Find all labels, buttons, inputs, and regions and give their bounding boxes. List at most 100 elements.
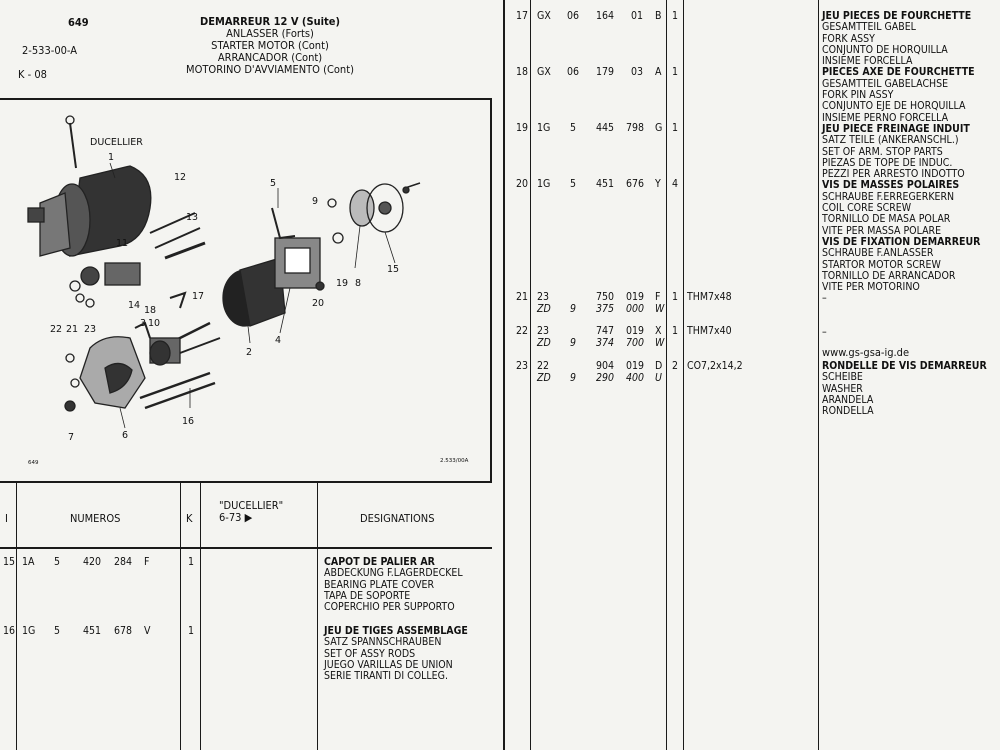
designation-fr: CAPOT DE PALIER AR: [324, 556, 435, 568]
row-num-1: 23: [537, 325, 550, 337]
label-22: 22: [50, 324, 62, 335]
starter-motor-exploded-diagram: DUCELLIER 1 2 3 4 5 6 7 8 9 10 11 12 13 …: [27, 115, 469, 466]
row-index: 15: [3, 556, 16, 568]
label-18: 18: [144, 305, 156, 316]
row-num-1: 1A: [22, 556, 35, 568]
row-alt-num-3: 374: [596, 337, 615, 349]
rule-col-desig: [317, 481, 318, 750]
label-2: 2: [246, 347, 252, 358]
col-header-ducellier: "DUCELLIER": [219, 499, 284, 512]
row-index: 19: [516, 122, 529, 134]
designations-block-23: RONDELLE DE VIS DEMARREUR SCHEIBE WASHER…: [822, 360, 987, 418]
designation-es: TORNILLO DE MASA POLAR: [822, 213, 951, 226]
row-alt-num-1: ZD: [537, 303, 551, 315]
row-alt-num-2: 9: [570, 337, 577, 349]
row-num-2: 06: [567, 66, 580, 78]
row-k: 1: [672, 10, 679, 22]
row-alt-num-3: 375: [596, 303, 615, 315]
diagram-footer-right: 2.533/00A: [440, 458, 469, 464]
row-num-5: F: [144, 556, 150, 568]
row-alt-num-5: W: [655, 337, 665, 349]
row-num-1: 1G: [537, 122, 551, 134]
label-1: 1: [108, 152, 114, 163]
label-11: 11: [116, 238, 128, 249]
label-5: 5: [270, 178, 276, 189]
row-num-3: 164: [596, 10, 615, 22]
row-alt-num-3: 290: [596, 372, 615, 384]
designation-fr: RONDELLE DE VIS DEMARREUR: [822, 360, 987, 372]
rule-diagram-right: [490, 98, 492, 482]
label-14: 14: [128, 300, 140, 311]
rule-center: [503, 0, 505, 750]
label-12: 12: [174, 172, 186, 183]
rule-r-i: [530, 0, 531, 750]
title-line-en: STARTER MOTOR (Cont): [211, 39, 329, 52]
row-k: 1: [672, 291, 679, 303]
designation-de: SCHRAUBE F.ANLASSER: [822, 247, 934, 260]
designation-dash-22: –: [822, 326, 827, 338]
row-k: 1: [188, 556, 195, 568]
row-index: 21: [516, 291, 529, 303]
designation-it: RONDELLA: [822, 405, 874, 418]
row-num-3: 420: [83, 556, 102, 568]
label-13: 13: [186, 212, 198, 223]
ref-number: 2-533-00-A: [22, 44, 78, 57]
designation-de: GESAMTTEIL GABELACHSE: [822, 77, 949, 90]
row-num-4: 676: [626, 178, 645, 190]
row-num-3: 179: [596, 66, 615, 78]
designation-dash-21: –: [822, 292, 827, 304]
designations-block-17-20: JEU PIECES DE FOURCHETTE GESAMTTEIL GABE…: [822, 10, 980, 293]
row-num-3: 750: [596, 291, 615, 303]
row-num-3: 445: [596, 122, 615, 134]
label-15: 15: [387, 264, 399, 275]
designation-es: PIEZAS DE TOPE DE INDUC.: [822, 156, 953, 169]
col-header-maker: "DUCELLIER" 6-73 ▶: [205, 500, 315, 524]
row-num-3: 451: [83, 625, 102, 637]
row-num-5: D: [655, 360, 663, 372]
designation-es: JUEGO VARILLAS DE UNION: [324, 658, 453, 671]
designation-fr: JEU PIECES DE FOURCHETTE: [822, 10, 972, 22]
designation-it: SERIE TIRANTI DI COLLEG.: [324, 670, 448, 683]
row-num-4: 019: [626, 291, 645, 303]
row-num-5: V: [144, 625, 151, 637]
page-title: DEMARREUR 12 V (Suite) ANLASSER (Forts) …: [140, 16, 400, 76]
rule-table-header-bottom: [0, 547, 492, 549]
row-k: 1: [672, 325, 679, 337]
label-10: 10: [148, 318, 160, 329]
label-20: 20: [312, 298, 324, 309]
row-alt-num-4: 400: [626, 372, 645, 384]
row-alt-num-1: ZD: [537, 372, 551, 384]
label-4: 4: [275, 335, 281, 346]
row-num-1: GX: [537, 66, 551, 78]
designation-de: GESAMTTEIL GABEL: [822, 21, 916, 34]
row-alt-num-2: 9: [570, 372, 577, 384]
row-num-4: 03: [631, 66, 644, 78]
row-num-1: 1G: [537, 178, 551, 190]
title-line-fr: DEMARREUR 12 V (Suite): [200, 15, 340, 28]
designation-de: SATZ SPANNSCHRAUBEN: [324, 636, 442, 649]
row-num-4: 678: [114, 625, 133, 637]
designation-it: INSIEME PERNO FORCELLA: [822, 111, 949, 124]
row-designations: JEU DE TIGES ASSEMBLAGE SATZ SPANNSCHRAU…: [324, 625, 468, 683]
designation-de: ABDECKUNG F.LAGERDECKEL: [324, 567, 463, 580]
designation-es: TORNILLO DE ARRANCADOR: [822, 269, 956, 282]
label-23: 23: [84, 324, 96, 335]
row-num-4: 019: [626, 360, 645, 372]
row-num-4: 01: [631, 10, 644, 22]
title-line-es: ARRANCADOR (Cont): [217, 51, 323, 64]
title-line-it: MOTORINO D'AVVIAMENTO (Cont): [186, 63, 354, 76]
col-header-k: K: [186, 512, 193, 525]
row-size: CO7,2x14,2: [687, 360, 743, 372]
row-num-1: 1G: [22, 625, 36, 637]
designation-es: ARANDELA: [822, 393, 874, 406]
row-num-1: 22: [537, 360, 550, 372]
designation-en: SET OF ARM. STOP PARTS: [822, 145, 943, 158]
designation-fr: JEU DE TIGES ASSEMBLAGE: [324, 625, 468, 637]
row-num-1: 23: [537, 291, 550, 303]
row-alt-num-4: 700: [626, 337, 645, 349]
row-num-1: GX: [537, 10, 551, 22]
designation-es: CONJUNTO DE HORQUILLA: [822, 43, 948, 56]
page-number: 649: [68, 16, 89, 29]
row-k: 2: [672, 360, 679, 372]
rule-col-kk: [200, 481, 201, 750]
